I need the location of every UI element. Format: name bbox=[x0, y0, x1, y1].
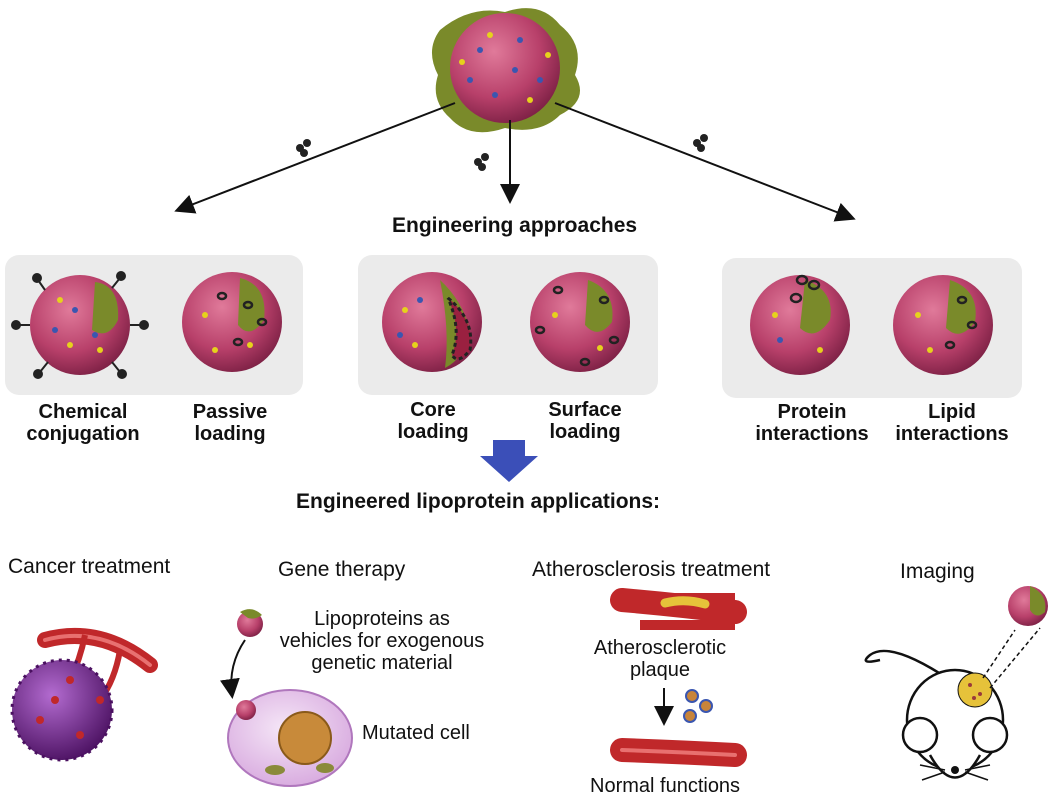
particle-lipid-interactions bbox=[893, 275, 993, 375]
app-imaging-title: Imaging bbox=[900, 560, 975, 583]
applications-title: Engineered lipoprotein applications: bbox=[296, 490, 661, 513]
normal-functions-label: Normal functions bbox=[590, 775, 741, 797]
lipoprotein-cluster-icon bbox=[683, 689, 713, 723]
gene-therapy-description: Lipoproteins as vehicles for exogenous g… bbox=[279, 608, 485, 674]
mutated-cell-label: Mutated cell bbox=[362, 722, 470, 744]
particle-surface-loading bbox=[530, 272, 630, 372]
payload-molecule-icon bbox=[296, 134, 708, 171]
app-gene-title: Gene therapy bbox=[278, 558, 406, 581]
particle-core-loading bbox=[382, 272, 482, 372]
app-cancer-title: Cancer treatment bbox=[8, 555, 171, 578]
approaches-title: Engineering approaches bbox=[392, 214, 638, 237]
particle-chemical-conjugation bbox=[11, 271, 149, 379]
plaque-label: Atherosclerotic plaque bbox=[593, 637, 727, 681]
particle-passive-loading bbox=[182, 272, 282, 372]
app-athero-title: Atherosclerosis treatment bbox=[532, 558, 771, 581]
particle-protein-interactions bbox=[750, 274, 850, 375]
